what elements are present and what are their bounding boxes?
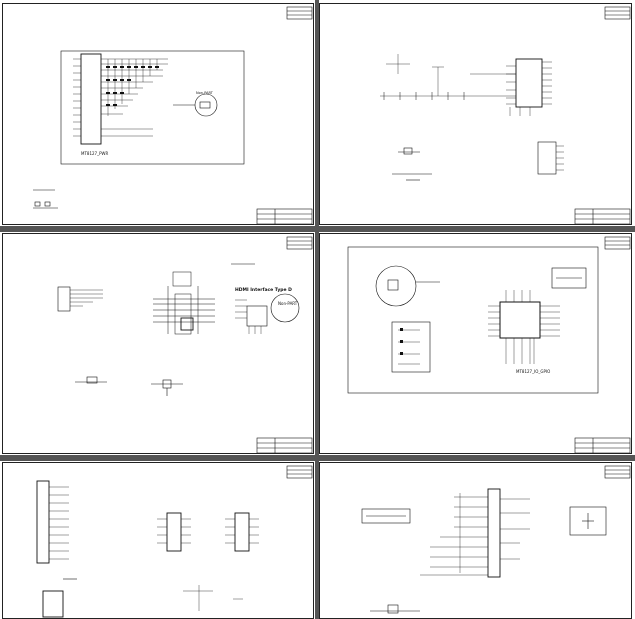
- schematic-sheet-1[interactable]: MT8127_PWR Non-PART: [2, 3, 314, 225]
- hdmi-interface-label: HDMI Interface Type D: [235, 288, 292, 293]
- sheet-3-drawing: [57, 236, 313, 453]
- sheet-5-drawing: [36, 465, 313, 618]
- sheet-1-drawing: [33, 6, 313, 224]
- sheet-4-caption: MT8127_IO_GPIO: [516, 369, 551, 374]
- vertical-divider: [315, 0, 319, 619]
- horizontal-divider-1: [0, 226, 635, 232]
- schematic-sheet-4[interactable]: MT8127_IO_GPIO: [319, 233, 632, 454]
- schematic-sheet-5[interactable]: [2, 462, 314, 619]
- sheet-6-drawing: [361, 465, 631, 614]
- non-part-label: Non-PART: [278, 301, 298, 306]
- sheet-1-caption: MT8127_PWR: [81, 151, 109, 156]
- horizontal-divider-2: [0, 455, 635, 461]
- schematic-sheet-3[interactable]: HDMI Interface Type D Non-PART: [2, 233, 314, 454]
- sheet-2-drawing: [380, 6, 631, 224]
- sheet-4-drawing: [347, 236, 631, 453]
- sheet-1-note: Non-PART: [196, 91, 213, 95]
- schematic-sheet-2[interactable]: [319, 3, 632, 225]
- schematic-sheet-6[interactable]: [319, 462, 632, 619]
